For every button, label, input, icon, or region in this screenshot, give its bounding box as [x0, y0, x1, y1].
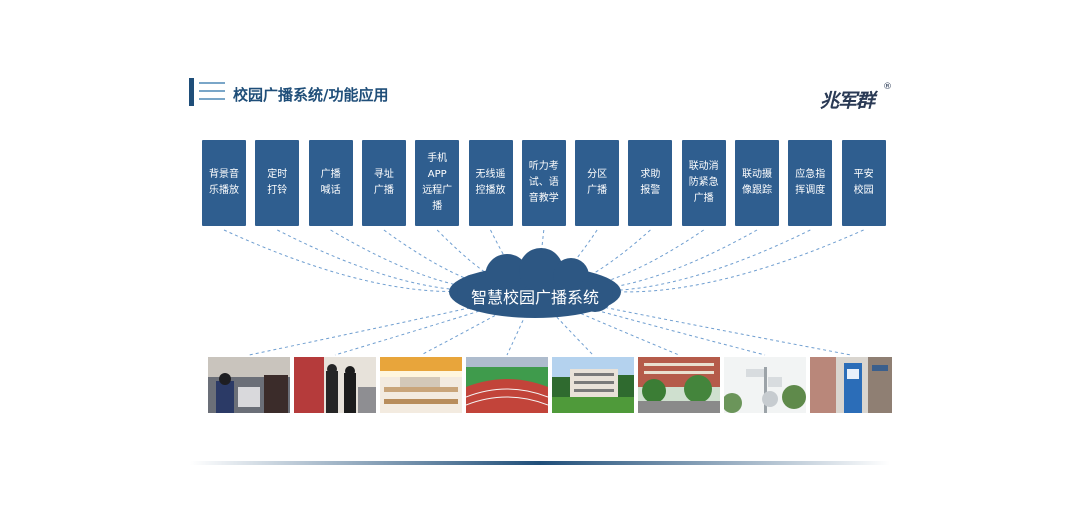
connector-top-1 — [223, 229, 481, 292]
function-box-label: 无线遥 控播放 — [475, 169, 506, 196]
title-accent-bar — [189, 78, 194, 106]
brand-logo: 兆军群 ® — [820, 82, 892, 112]
scene-photo-camera-speaker-pole — [724, 357, 806, 413]
function-box-8: 分区 广播 — [575, 140, 620, 226]
function-box-label: 联动摄 像跟踪 — [742, 169, 772, 196]
connector-bottom-8 — [587, 303, 852, 356]
scene-photo-campus-garden — [638, 357, 720, 413]
connector-bottom-5 — [544, 303, 594, 356]
function-box-label: 联动消 防紧急 广播 — [688, 161, 719, 204]
function-box-label: 听力考 试、语 音教学 — [528, 161, 559, 204]
connector-top-2 — [277, 229, 490, 291]
connector-bottom-2 — [334, 303, 502, 356]
scene-photo-cafeteria — [380, 357, 462, 413]
function-box-4: 寻址 广播 — [361, 140, 406, 226]
scene-photo-running-track — [466, 357, 548, 413]
function-box-label: 背景音 乐播放 — [209, 169, 239, 196]
function-box-label: 手机APP 远程广 播 — [422, 153, 453, 212]
function-box-7: 听力考 试、语 音教学 — [521, 140, 566, 226]
connector-bottom-1 — [248, 303, 488, 356]
function-box-row: 背景音 乐播放 定时 打铃 广播 喊话 寻址 广播 手机APP 远程广 播无线遥 控播放… — [202, 140, 886, 226]
function-box-11: 联动摄 像跟踪 — [735, 140, 779, 226]
connector-bottom-4 — [506, 303, 531, 356]
cloud-shape — [449, 248, 621, 318]
scene-photo-classroom — [208, 357, 290, 413]
connector-top-13 — [592, 229, 864, 293]
function-box-label: 定时 打铃 — [267, 169, 288, 196]
logo-text: 兆军群 — [820, 90, 875, 112]
scene-photo-alarm-column — [810, 357, 892, 413]
scene-photo-office — [294, 357, 376, 413]
page-title: 校园广播系统/功能应用 — [233, 86, 389, 104]
function-box-label: 应急指 挥调度 — [795, 169, 826, 196]
function-box-label: 寻址 广播 — [373, 169, 394, 196]
function-box-9: 求助 报警 — [628, 140, 673, 226]
connector-top-12 — [583, 229, 811, 292]
function-box-1: 背景音 乐播放 — [202, 140, 246, 226]
function-box-6: 无线遥 控播放 — [468, 140, 513, 226]
function-box-label: 分区 广播 — [587, 169, 608, 196]
title-decoration — [199, 82, 225, 104]
registered-mark: ® — [883, 82, 892, 92]
connector-top-5 — [436, 229, 518, 291]
function-box-12: 应急指 挥调度 — [788, 140, 833, 226]
center-system-label: 智慧校园广播系统 — [470, 288, 599, 307]
function-box-2: 定时 打铃 — [255, 140, 300, 226]
function-box-10: 联动消 防紧急 广播 — [681, 140, 726, 226]
scene-photo-school-building — [552, 357, 634, 413]
scene-photo-strip — [208, 357, 892, 413]
function-box-5: 手机APP 远程广 播 — [415, 140, 460, 226]
function-box-13: 平安 校园 — [841, 140, 886, 226]
function-box-label: 求助 报警 — [640, 169, 661, 196]
function-box-3: 广播 喊话 — [308, 140, 353, 226]
function-box-label: 广播 喊话 — [320, 169, 341, 196]
connector-bottom-3 — [420, 303, 517, 356]
function-box-label: 平安 校园 — [853, 169, 874, 196]
footer-divider — [190, 461, 890, 465]
